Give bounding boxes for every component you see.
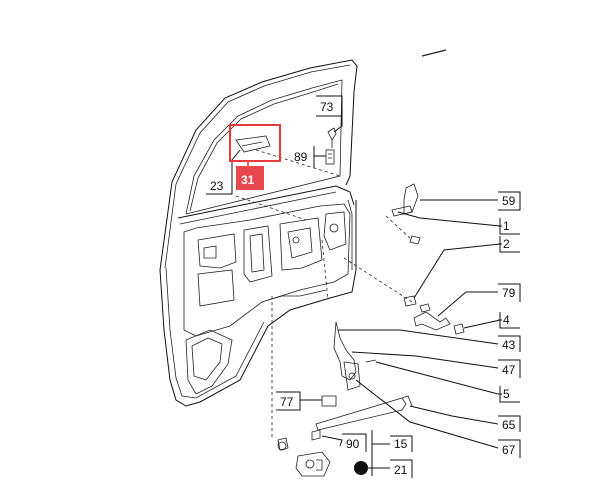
callout-43: 43 <box>502 338 516 352</box>
screw-73 <box>327 127 337 141</box>
callout-89: 89 <box>294 150 308 164</box>
nut-1 <box>409 235 421 245</box>
callout-73: 73 <box>320 100 334 114</box>
callout-frames <box>206 95 521 478</box>
callout-79: 79 <box>502 286 516 300</box>
callout-dash-marks <box>498 225 502 395</box>
clip-89 <box>325 149 335 165</box>
grip-handle-31 <box>235 135 271 153</box>
leader-lines <box>231 115 501 476</box>
callout-1: 1 <box>503 219 510 233</box>
callout-15: 15 <box>394 437 408 451</box>
part-90 <box>311 429 321 441</box>
callout-90: 90 <box>346 437 360 451</box>
callout-21: 21 <box>394 463 408 477</box>
lock-rod-43 <box>333 321 357 381</box>
rod-65 <box>315 397 407 431</box>
callout-59: 59 <box>502 194 516 208</box>
parts <box>235 127 465 477</box>
door-frame <box>159 59 358 407</box>
latch-15 <box>295 451 331 477</box>
dashed-leaders <box>235 149 413 440</box>
callout-4: 4 <box>503 313 510 327</box>
corner-mark <box>421 49 447 57</box>
callout-2: 2 <box>503 237 510 251</box>
callout-labels: 73 89 23 31 59 1 2 79 4 43 47 5 65 67 77… <box>210 100 516 477</box>
highlight-box <box>229 124 281 162</box>
part-21 <box>354 461 368 475</box>
callout-31: 31 <box>241 173 255 187</box>
callout-65: 65 <box>502 418 516 432</box>
highlight-label-bg <box>236 166 264 190</box>
nut-4 <box>453 323 465 335</box>
callout-77: 77 <box>280 395 294 409</box>
callout-67: 67 <box>502 443 516 457</box>
callout-23: 23 <box>210 179 224 193</box>
part-77 <box>321 395 337 407</box>
latch-47 <box>343 361 361 391</box>
callout-47: 47 <box>502 363 516 377</box>
nut-2 <box>403 295 417 307</box>
callout-5: 5 <box>503 387 510 401</box>
check-strap-79 <box>413 311 451 331</box>
